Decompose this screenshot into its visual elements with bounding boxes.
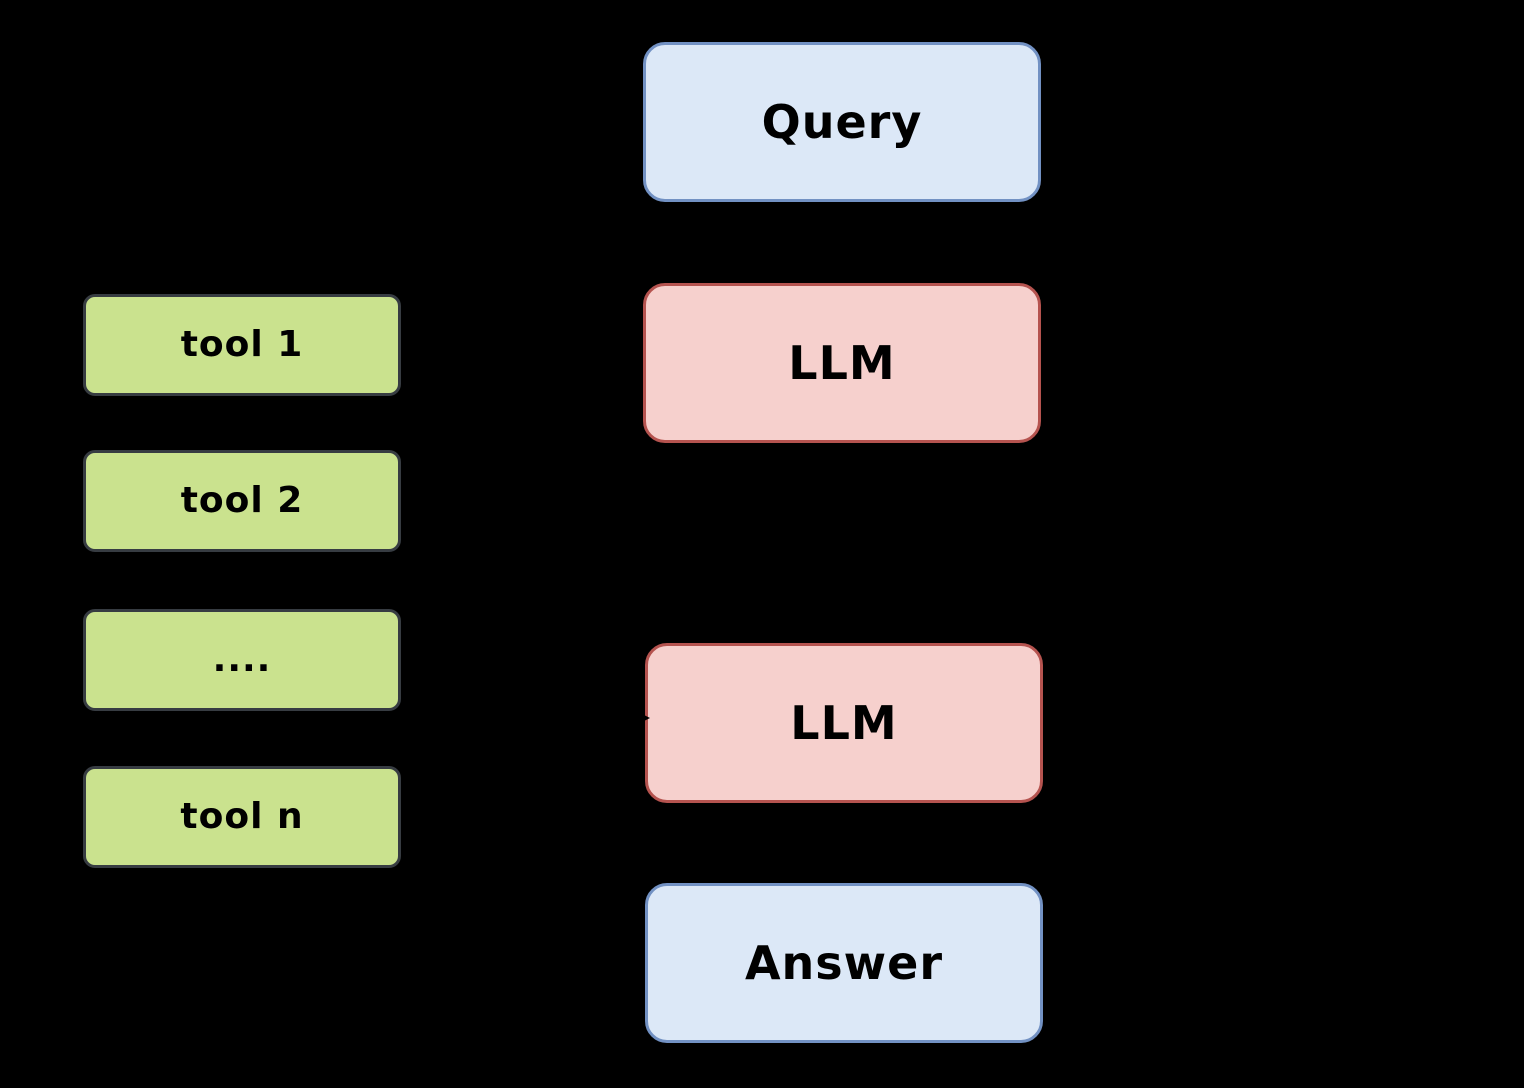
- node-tool-ellipsis-label: ....: [212, 639, 272, 680]
- node-tool-1-label: tool 1: [180, 324, 304, 365]
- node-answer-label: Answer: [744, 936, 944, 990]
- node-tool-2-label: tool 2: [180, 480, 304, 521]
- node-query: Query: [643, 42, 1041, 202]
- node-query-label: Query: [761, 95, 923, 149]
- node-tool-n-label: tool n: [180, 796, 304, 837]
- node-tool-2: tool 2: [83, 450, 401, 552]
- node-tool-1: tool 1: [83, 294, 401, 396]
- node-answer: Answer: [645, 883, 1043, 1043]
- node-tool-n: tool n: [83, 766, 401, 868]
- node-llm-bottom: LLM: [645, 643, 1043, 803]
- node-tool-ellipsis: ....: [83, 609, 401, 711]
- node-llm-top: LLM: [643, 283, 1041, 443]
- right-arrowhead-icon: [636, 711, 650, 725]
- node-llm-top-label: LLM: [788, 336, 896, 390]
- node-llm-bottom-label: LLM: [790, 696, 898, 750]
